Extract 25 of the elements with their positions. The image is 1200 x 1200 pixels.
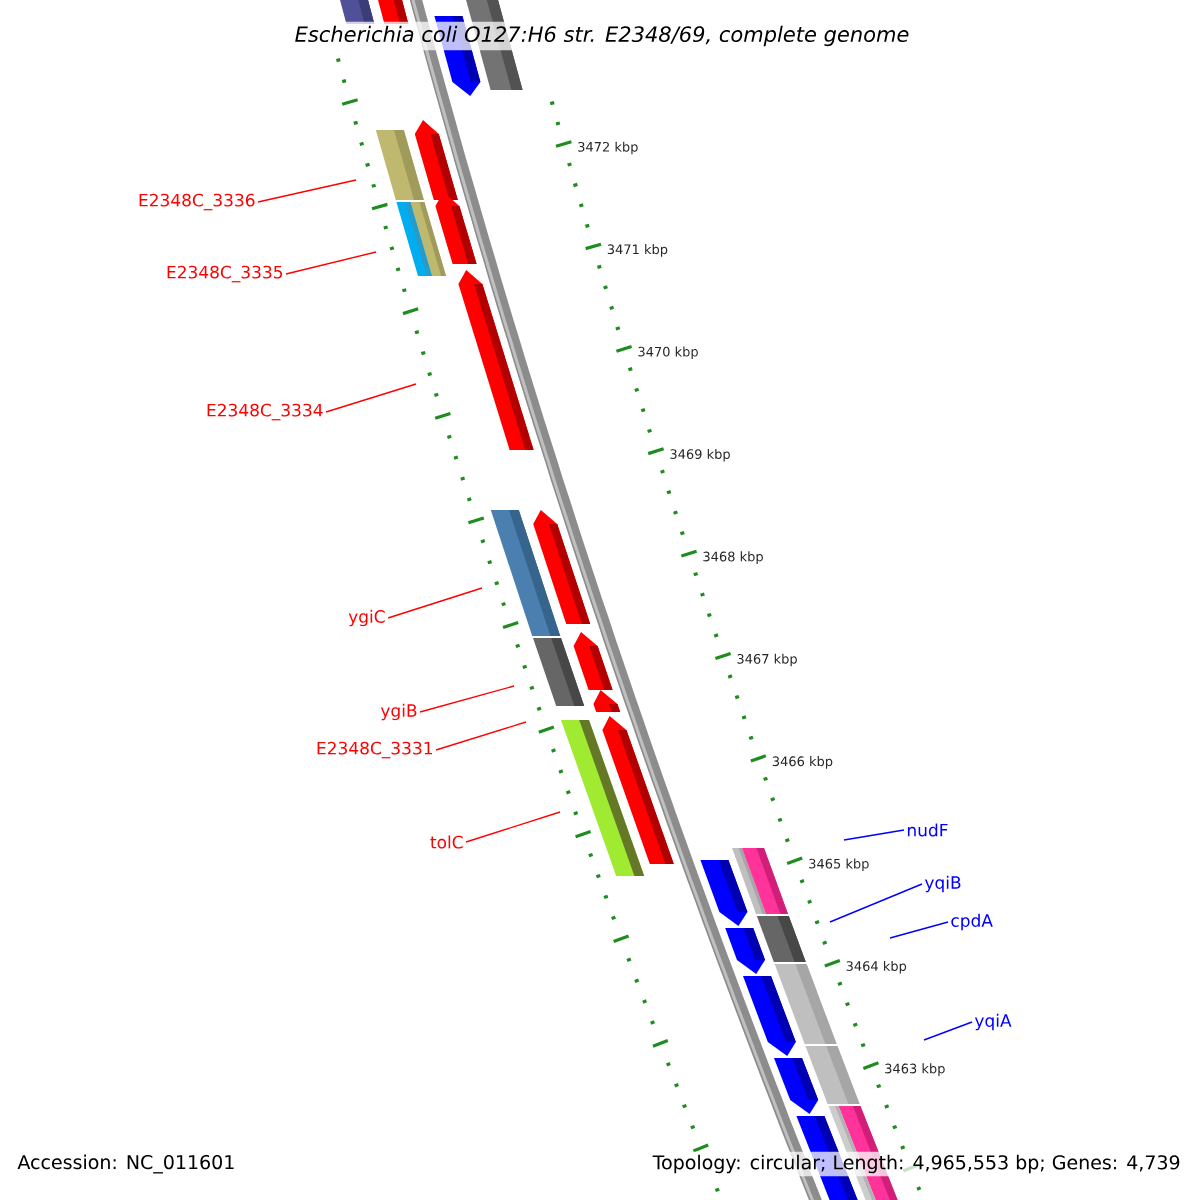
leader-line bbox=[325, 383, 417, 413]
gene-label: nudF bbox=[907, 823, 948, 837]
leader-line bbox=[889, 921, 949, 939]
gene-label: E2348C_3336 bbox=[139, 193, 255, 211]
gene-label: E2348C_3334 bbox=[207, 403, 323, 421]
title: Escherichia coli O127:H6 str. E2348/69, complete genome bbox=[290, 21, 914, 51]
leader-line bbox=[923, 1021, 973, 1041]
leader-line bbox=[419, 685, 515, 713]
gene-label: ygiB bbox=[380, 703, 417, 721]
leader-line bbox=[435, 721, 527, 751]
leader-line bbox=[387, 587, 483, 619]
leader-line bbox=[829, 883, 923, 923]
gene-label: E2348C_3331 bbox=[317, 741, 432, 759]
gene-label: yqiB bbox=[924, 875, 961, 893]
gene-label: yqiA bbox=[974, 1013, 1012, 1031]
accession-text: Accession: NC_011601 bbox=[14, 1151, 239, 1177]
genome-info-text: Topology: circular; Length: 4,965,553 bp; Genes: 4,739 bbox=[649, 1151, 1184, 1177]
gene-label: E2348C_3335 bbox=[167, 265, 283, 283]
leader-line bbox=[285, 251, 377, 275]
gene-label: cpdA bbox=[951, 913, 993, 931]
gene-label: tolC bbox=[430, 835, 463, 849]
leader-line bbox=[465, 811, 561, 843]
gene-label: ygiC bbox=[348, 609, 385, 627]
leader-line bbox=[843, 829, 905, 841]
leader-line bbox=[257, 179, 357, 203]
